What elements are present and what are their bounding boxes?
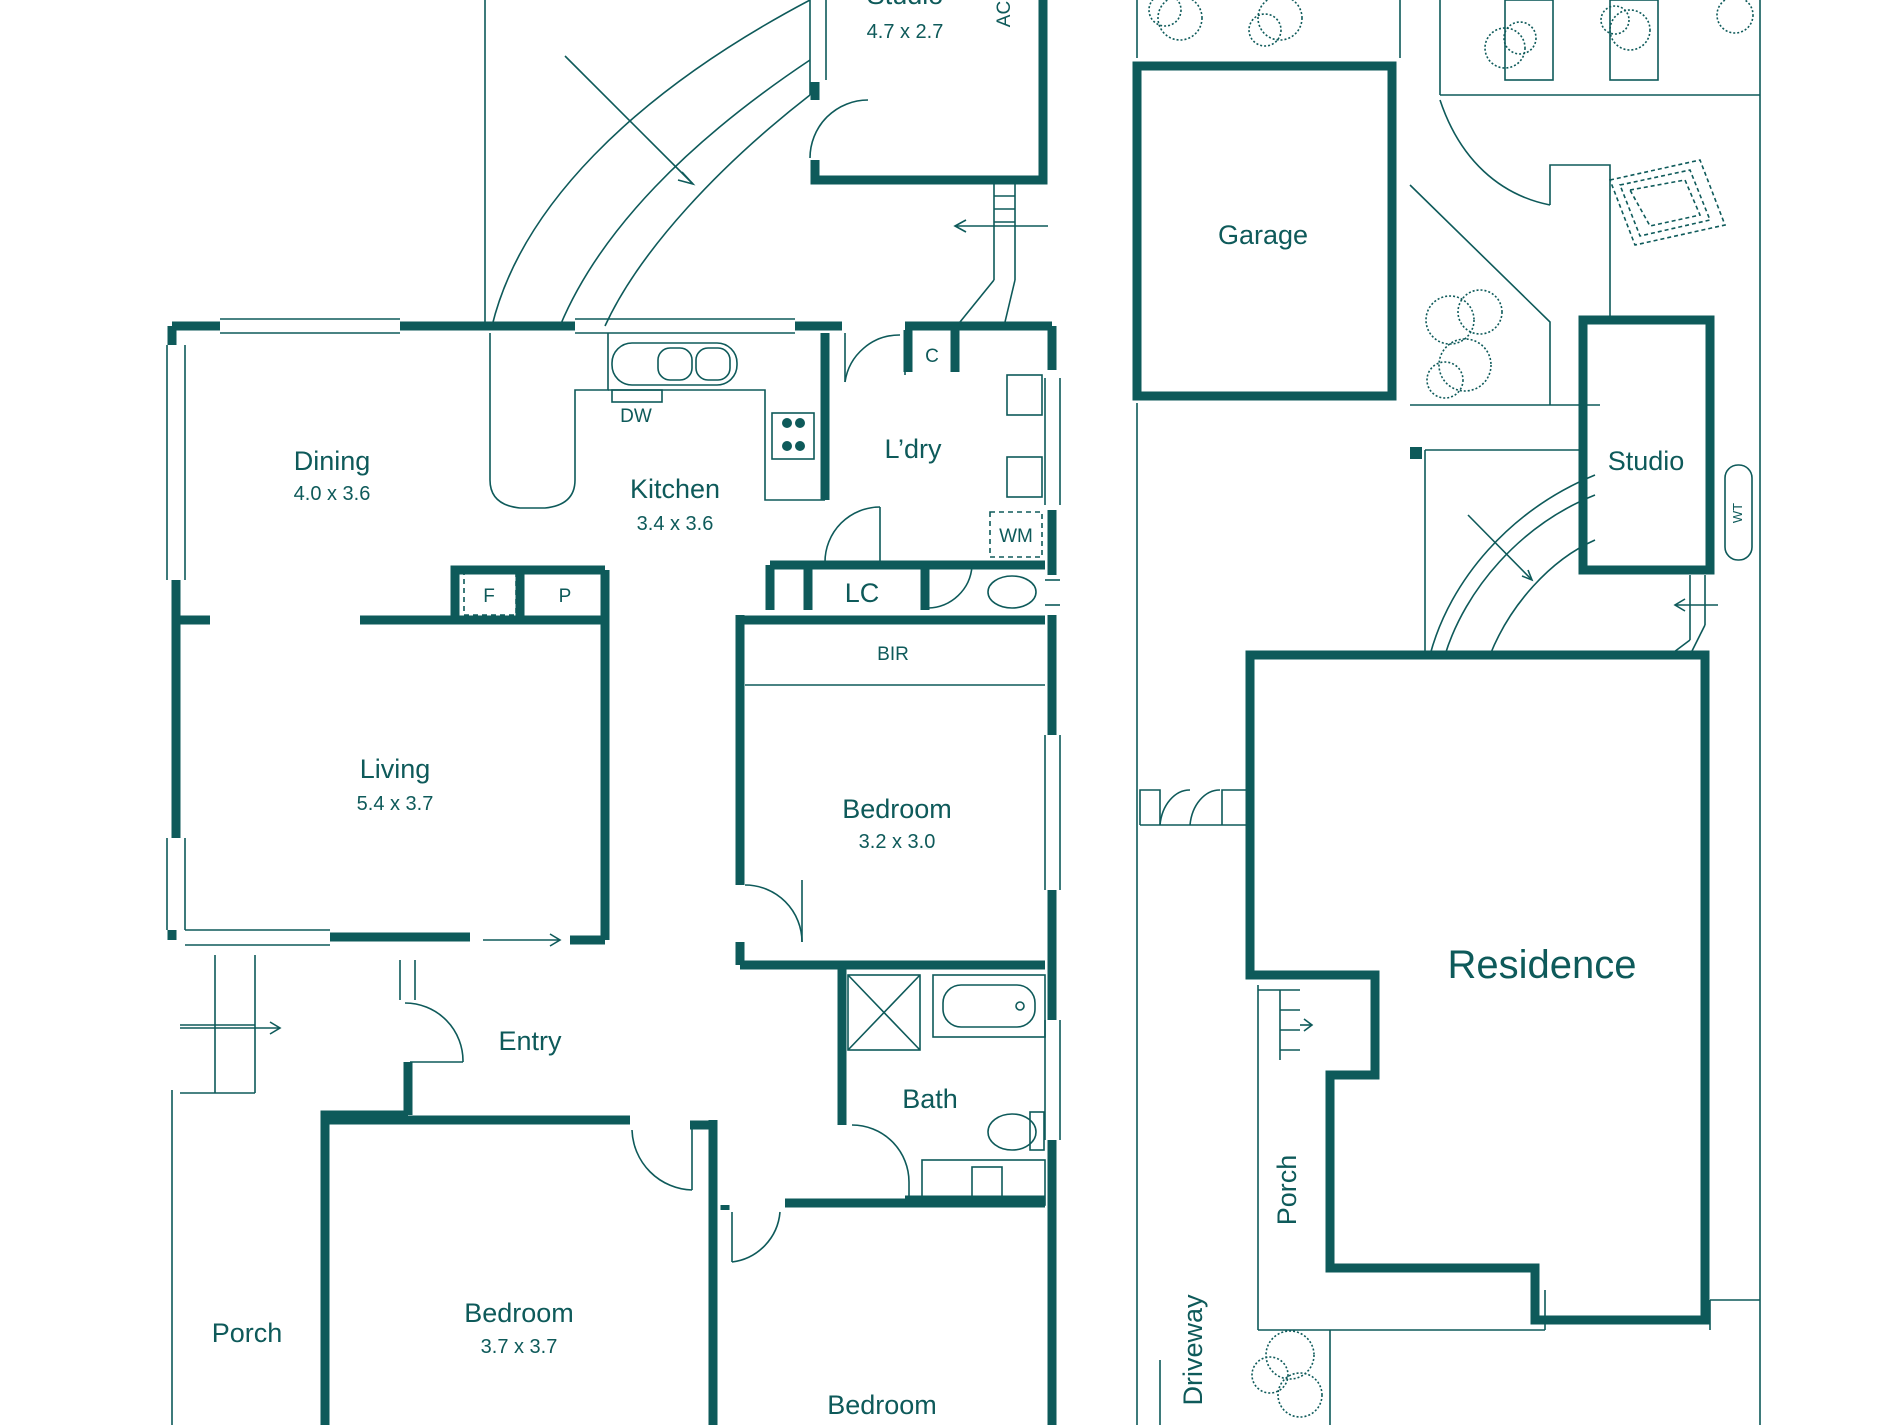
room-bedroom-bl-dims: 3.7 x 3.7 xyxy=(481,1336,558,1358)
room-bath-name: Bath xyxy=(902,1084,958,1114)
room-studio-top-name: Studio xyxy=(867,0,944,10)
room-dining-name: Dining xyxy=(294,446,371,476)
room-porch-site-name: Porch xyxy=(1272,1155,1302,1226)
room-bedroom-bc-name: Bedroom xyxy=(827,1390,937,1420)
room-living-dims: 5.4 x 3.7 xyxy=(357,793,434,815)
f-label: F xyxy=(483,586,495,607)
thin-lines xyxy=(166,0,1761,1425)
room-laundry-name: L’dry xyxy=(884,434,942,464)
lc-label: LC xyxy=(845,578,880,608)
room-studio-site-name: Studio xyxy=(1608,446,1685,476)
bir-label: BIR xyxy=(877,644,909,665)
room-porch-left-name: Porch xyxy=(212,1318,283,1348)
room-bedroom-mid-name: Bedroom xyxy=(842,794,952,824)
room-dining-dims: 4.0 x 3.6 xyxy=(294,483,371,505)
room-driveway-name: Driveway xyxy=(1178,1294,1208,1406)
room-kitchen-dims: 3.4 x 3.6 xyxy=(637,513,714,535)
thin-black-marks xyxy=(782,418,1422,459)
ac-label: AC xyxy=(994,1,1015,27)
room-residence-name: Residence xyxy=(1447,943,1636,987)
thick-walls xyxy=(167,0,1715,1425)
room-garage-name: Garage xyxy=(1218,220,1308,250)
p-label: P xyxy=(559,586,572,607)
room-kitchen-name: Kitchen xyxy=(630,474,720,504)
room-living-name: Living xyxy=(360,754,431,784)
room-entry-name: Entry xyxy=(498,1026,562,1056)
room-studio-top-dims: 4.7 x 2.7 xyxy=(867,21,944,43)
wm-label: WM xyxy=(999,526,1033,547)
c-label: C xyxy=(925,346,939,367)
room-bedroom-bl-name: Bedroom xyxy=(464,1298,574,1328)
labels: Studio 4.7 x 2.7 AC Dining 4.0 x 3.6 Kit… xyxy=(212,0,1745,1420)
tree-icons xyxy=(1148,0,1754,1418)
room-bedroom-mid-dims: 3.2 x 3.0 xyxy=(859,831,936,853)
dw-label: DW xyxy=(620,406,652,427)
wt-label: WT xyxy=(1730,503,1745,523)
